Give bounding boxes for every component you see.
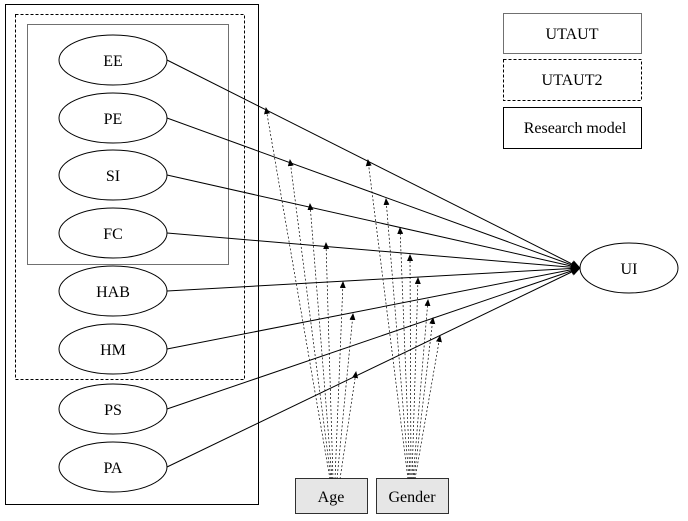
age-to-si-path (307, 203, 333, 480)
construct-nodes: EE PE SI FC HAB HM PS PA (58, 34, 168, 493)
node-fc: FC (58, 207, 168, 259)
fc-to-ui-path (166, 232, 581, 272)
construct-paths (166, 59, 581, 468)
node-si-label: SI (106, 168, 120, 185)
legend-research-model-label: Research model (524, 120, 627, 137)
node-ee-shape (58, 34, 168, 86)
legend-research-model-box (503, 107, 642, 149)
gender-to-hab-path (407, 254, 414, 480)
node-ui-shape (579, 242, 679, 294)
node-ps-label: PS (104, 402, 122, 419)
node-pe-shape (58, 92, 168, 144)
moderator-age-label: Age (318, 489, 345, 506)
node-hab-label: HAB (96, 284, 130, 301)
gender-to-pe-path (365, 159, 409, 480)
hab-to-ui-path (166, 264, 581, 292)
gender-to-ps-path (412, 299, 431, 480)
pa-to-ui-path (166, 267, 581, 468)
age-to-hab-path (334, 281, 346, 480)
node-pa-label: PA (104, 460, 123, 477)
node-ps-shape (58, 383, 168, 435)
node-si-shape (58, 149, 168, 201)
moderator-age-box (295, 478, 368, 514)
si-to-ui-path (166, 174, 581, 270)
node-fc-label: FC (103, 226, 123, 243)
node-hab-shape (58, 265, 168, 317)
node-pa: PA (58, 441, 168, 493)
node-hab: HAB (58, 265, 168, 317)
node-fc-shape (58, 207, 168, 259)
node-ui-label: UI (621, 261, 638, 278)
node-pe: PE (58, 92, 168, 144)
node-ps: PS (58, 383, 168, 435)
utaut-frame (27, 24, 229, 265)
age-to-fc-path (323, 242, 334, 480)
node-ee: EE (58, 34, 168, 86)
moderator-gender-box (376, 478, 449, 514)
node-pe-label: PE (104, 111, 123, 128)
hm-to-ui-path (166, 265, 581, 350)
moderator-age: Age (295, 478, 368, 514)
gender-to-ps2-path (413, 317, 436, 480)
node-ee-label: EE (103, 53, 123, 70)
gender-moderator-lines (365, 159, 442, 480)
legend: UTAUT UTAUT2 Research model (503, 13, 642, 149)
legend-utaut2-label: UTAUT2 (542, 72, 603, 89)
moderator-gender: Gender (376, 478, 449, 514)
pe-to-ui-path (166, 117, 581, 269)
age-moderator-lines (264, 107, 359, 480)
age-to-hm-path (336, 313, 356, 480)
node-si: SI (58, 149, 168, 201)
research-model-frame (5, 4, 259, 505)
node-hm-shape (58, 323, 168, 375)
gender-to-pa-path (414, 335, 442, 480)
age-to-ee-path (264, 107, 331, 480)
node-ui: UI (579, 242, 679, 294)
legend-utaut-box (503, 13, 642, 54)
ee-to-ui-path (166, 59, 581, 269)
node-pa-shape (58, 441, 168, 493)
legend-utaut2-box (503, 59, 642, 101)
node-hm: HM (58, 323, 168, 375)
legend-utaut-label: UTAUT (546, 26, 599, 43)
gender-to-hm-path (411, 277, 421, 480)
age-to-pe-path (287, 159, 332, 480)
node-hm-label: HM (100, 342, 126, 359)
moderator-gender-label: Gender (388, 489, 436, 506)
gender-to-si-path (383, 198, 410, 480)
ps-to-ui-path (166, 267, 581, 410)
gender-to-fc-path (397, 227, 411, 480)
utaut2-frame (15, 14, 245, 380)
